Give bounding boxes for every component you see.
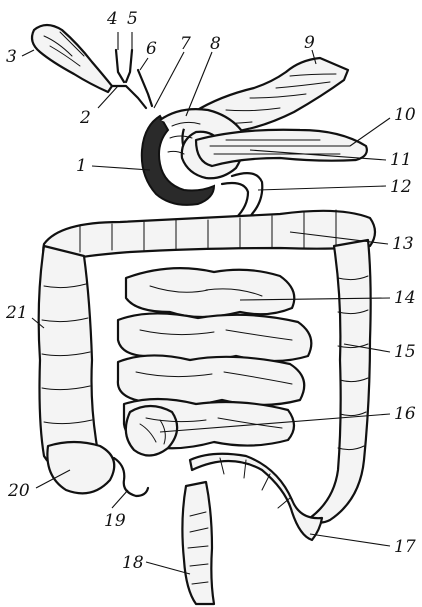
label-13: 13 bbox=[392, 234, 414, 254]
appendix bbox=[114, 458, 148, 496]
label-10: 10 bbox=[394, 105, 416, 125]
label-6: 6 bbox=[146, 39, 157, 59]
label-9: 9 bbox=[304, 33, 315, 53]
label-17: 17 bbox=[394, 537, 416, 557]
descending-colon bbox=[310, 240, 371, 523]
gallbladder bbox=[32, 25, 112, 92]
label-15: 15 bbox=[394, 342, 416, 362]
label-2: 2 bbox=[79, 108, 91, 128]
label-21: 21 bbox=[5, 303, 28, 323]
cecum bbox=[47, 442, 114, 493]
rectum bbox=[182, 482, 214, 604]
leader-1 bbox=[92, 166, 150, 170]
leader-10 bbox=[350, 118, 390, 146]
label-5: 5 bbox=[127, 9, 138, 29]
label-8: 8 bbox=[210, 34, 221, 54]
pancreas bbox=[196, 130, 367, 166]
leader-17 bbox=[310, 534, 390, 546]
label-19: 19 bbox=[104, 511, 126, 531]
label-1: 1 bbox=[76, 156, 87, 176]
leader-6 bbox=[140, 58, 148, 70]
label-14: 14 bbox=[394, 288, 416, 308]
leader-19 bbox=[112, 490, 128, 508]
label-20: 20 bbox=[7, 481, 30, 501]
label-7: 7 bbox=[180, 34, 191, 54]
label-12: 12 bbox=[390, 177, 412, 197]
label-11: 11 bbox=[390, 150, 412, 170]
leader-3 bbox=[22, 50, 34, 56]
label-18: 18 bbox=[122, 553, 144, 573]
ascending-colon bbox=[39, 246, 97, 471]
label-3: 3 bbox=[6, 47, 17, 67]
leader-7 bbox=[154, 52, 184, 108]
leader-12 bbox=[258, 186, 386, 190]
label-4: 4 bbox=[106, 9, 118, 29]
label-16: 16 bbox=[394, 404, 416, 424]
